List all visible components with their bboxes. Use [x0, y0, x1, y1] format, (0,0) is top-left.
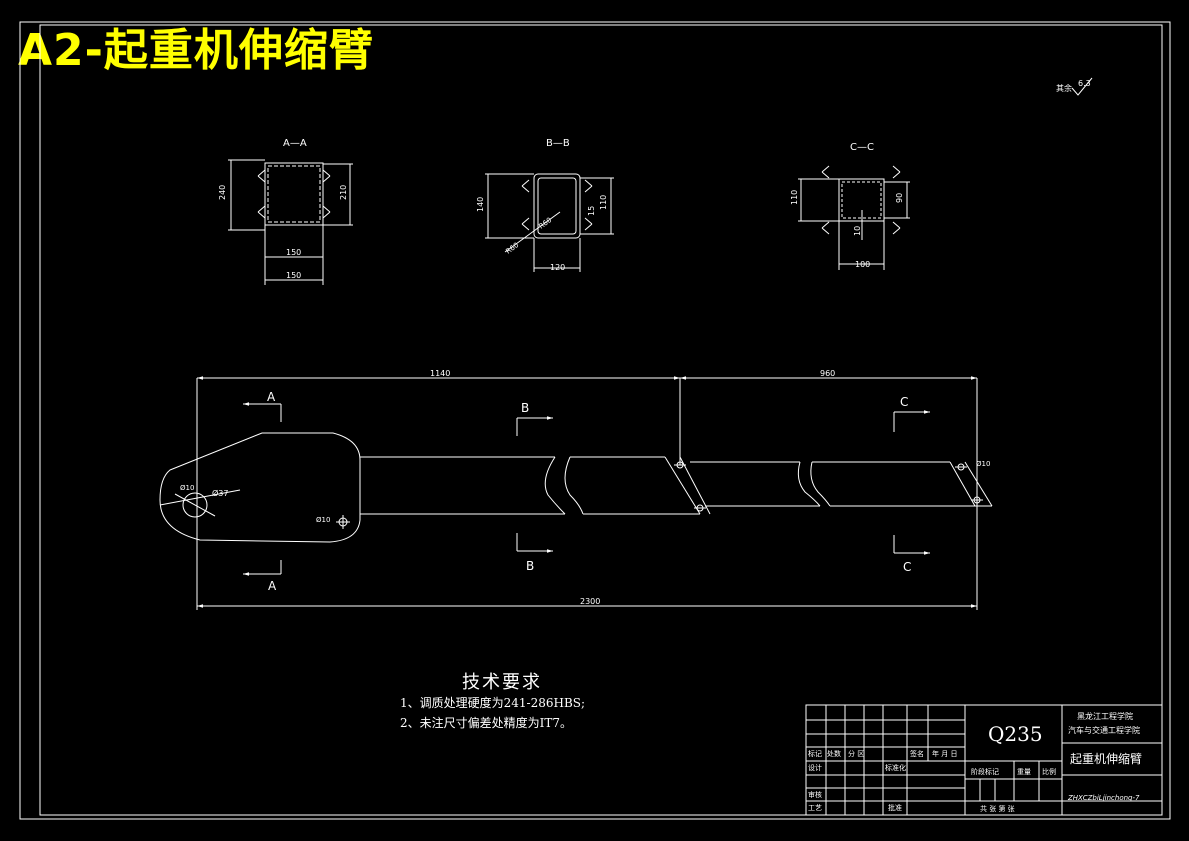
dia-hole-left: Ø10 — [180, 484, 194, 492]
label-signature: 签名 — [910, 749, 924, 758]
main-view: 1140 960 2300 Ø37 Ø10 Ø10 — [159, 369, 993, 610]
label-scale: 比例 — [1042, 767, 1056, 776]
surface-note-value: 6.3 — [1078, 79, 1091, 88]
section-aa-label: A—A — [283, 138, 307, 149]
bb-dim-thickness: 15 — [587, 206, 596, 216]
tech-requirements-title: 技术要求 — [462, 672, 542, 693]
cc-dim-width: 100 — [855, 260, 870, 269]
cut-b-bottom: B — [526, 559, 534, 573]
label-approve: 批准 — [888, 803, 902, 812]
dim-segment1: 1140 — [430, 369, 450, 378]
pin-hole — [182, 492, 208, 518]
cut-a-bottom: A — [268, 579, 277, 593]
break-line-1 — [544, 456, 566, 515]
aa-dim-inner-width: 150 — [286, 248, 301, 257]
outer-frame — [19, 21, 1171, 820]
label-weight: 重量 — [1017, 768, 1031, 776]
school-line1: 黑龙江工程学院 — [1077, 711, 1133, 721]
cc-dim-height-right: 90 — [895, 193, 904, 203]
inner-frame — [39, 24, 1163, 816]
cut-a-top: A — [267, 390, 276, 404]
label-standardize: 标准化 — [885, 763, 906, 772]
break-line-3 — [797, 461, 821, 507]
dia-hole-end: Ø10 — [976, 460, 990, 468]
label-process: 工艺 — [808, 804, 822, 812]
section-bb: B—B 140 110 15 120 R60 R60 — [476, 138, 614, 272]
title-block — [805, 704, 1163, 816]
title-block-text: Q235 黑龙江工程学院 汽车与交通工程学院 起重机伸缩臂 ZHXCZbiLji… — [808, 711, 1142, 813]
dia-pin: Ø37 — [212, 488, 228, 498]
part-name: 起重机伸缩臂 — [1070, 751, 1142, 766]
aa-dim-outer-width: 150 — [286, 271, 301, 280]
cut-c-bottom: C — [903, 560, 911, 574]
tech-requirement-1: 1、调质处理硬度为241-286HBS; — [400, 696, 586, 710]
drawing-number: ZHXCZbiLjinchong-7 — [1067, 794, 1140, 802]
aa-dim-height-right: 210 — [339, 185, 348, 200]
label-mark: 标记 — [808, 749, 822, 758]
page-title: A2-起重机伸缩臂 — [18, 25, 374, 76]
label-total-sheets: 共 张 第 张 — [980, 804, 1015, 813]
cut-c-top: C — [900, 395, 908, 409]
label-count: 处数 — [827, 749, 841, 758]
bb-dim-height-right: 110 — [599, 195, 608, 210]
label-design: 设计 — [808, 763, 822, 772]
label-zone: 分 区 — [848, 749, 864, 758]
cc-dim-thickness: 10 — [853, 226, 862, 236]
cc-dim-height-left: 110 — [790, 190, 799, 205]
tech-requirement-2: 2、未注尺寸偏差处精度为IT7。 — [400, 716, 573, 730]
label-review: 审核 — [808, 790, 822, 799]
break-line-4 — [810, 461, 831, 507]
label-stage-mark: 阶段标记 — [971, 767, 999, 776]
label-date: 年 月 日 — [932, 749, 957, 758]
bb-dim-width: 120 — [550, 263, 565, 272]
section-bb-label: B—B — [546, 138, 570, 149]
material: Q235 — [988, 722, 1043, 746]
aa-dim-height-left: 240 — [218, 185, 227, 200]
surface-roughness-note: 其余 6.3 — [1056, 77, 1093, 96]
bb-dim-r1: R60 — [504, 241, 520, 256]
surface-note-label: 其余 — [1056, 83, 1072, 93]
boom-head-outline — [159, 432, 361, 543]
section-cc-label: C—C — [850, 142, 874, 153]
bb-dim-height-left: 140 — [476, 197, 485, 212]
dia-hole-mid: Ø10 — [316, 516, 330, 524]
break-line-2 — [564, 456, 584, 515]
school-line2: 汽车与交通工程学院 — [1068, 725, 1140, 735]
dim-total: 2300 — [580, 597, 600, 606]
dim-segment2: 960 — [820, 369, 835, 378]
cut-b-top: B — [521, 401, 529, 415]
section-cc: C—C 110 90 10 100 — [790, 142, 910, 270]
roughness-symbol — [1071, 77, 1093, 96]
section-aa: A—A 240 210 150 150 — [218, 138, 353, 285]
